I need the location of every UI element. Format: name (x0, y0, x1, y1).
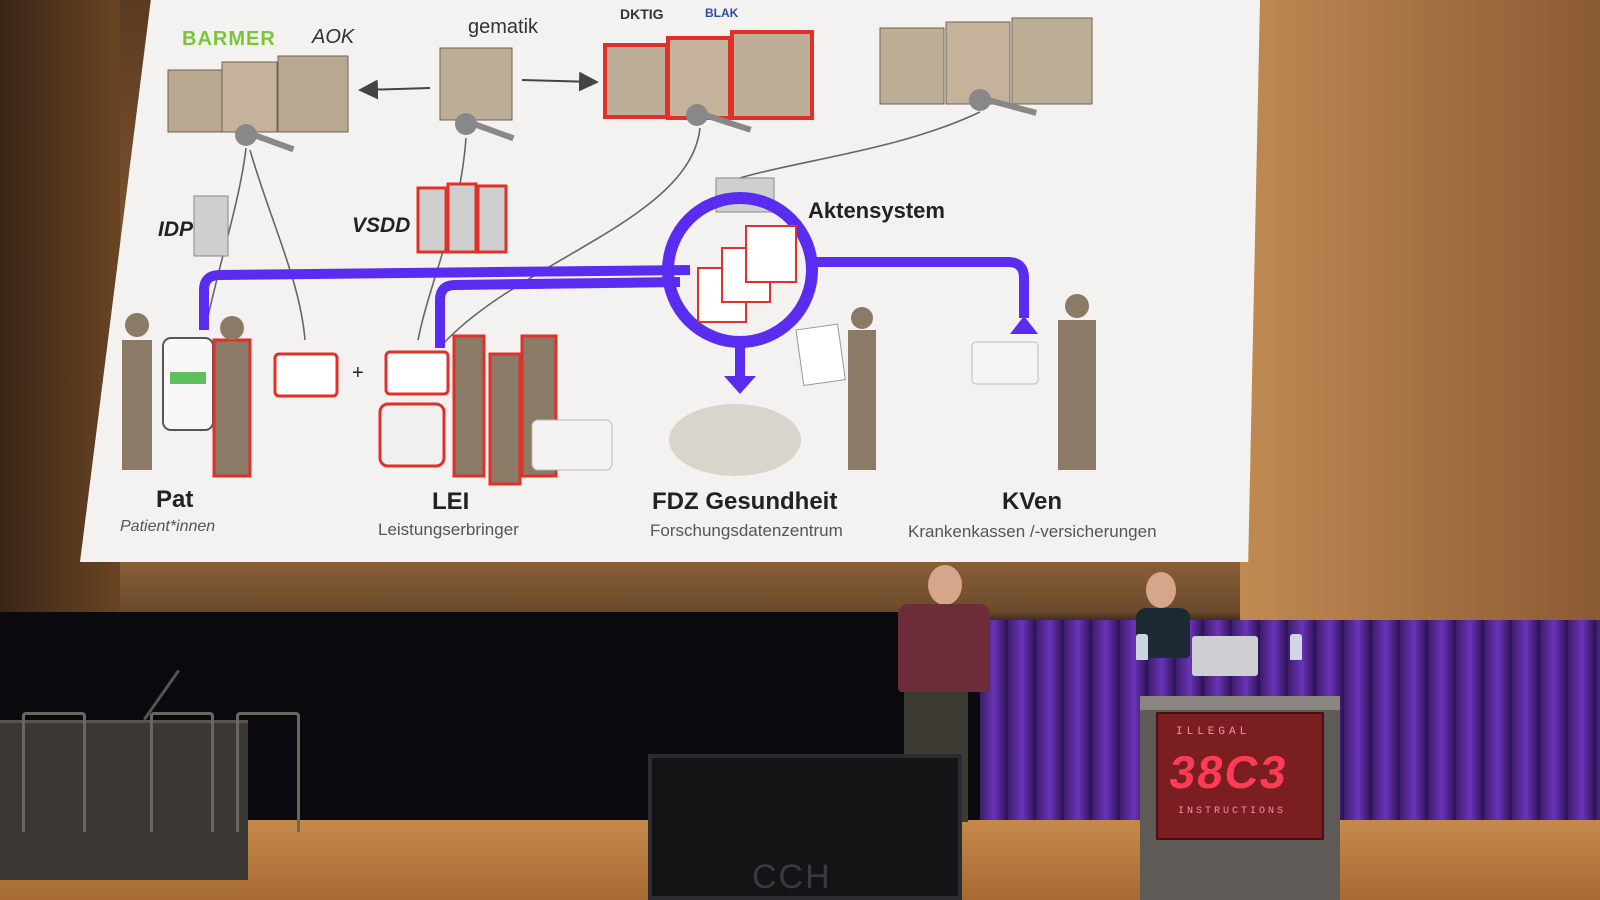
label-aktensystem: Aktensystem (808, 198, 945, 223)
role-fdz-subtitle: Forschungsdatenzentrum (650, 521, 843, 540)
logo-barmer: BARMER (182, 28, 276, 50)
printer (531, 419, 613, 471)
water-bottle (1136, 634, 1148, 660)
panel-table (0, 720, 248, 880)
paper-pile (669, 404, 801, 476)
server-idp (193, 195, 229, 257)
lectern-text-top: ILLEGAL (1176, 726, 1251, 738)
lectern-panel (1156, 712, 1324, 840)
role-pat-subtitle: Patient*innen (120, 518, 216, 535)
chair (236, 712, 300, 832)
health-card-kven (971, 341, 1039, 385)
role-kven-subtitle: Krankenkassen /-versicherungen (908, 522, 1157, 541)
role-lei-title: LEI (432, 488, 470, 515)
building-cluster-kassen (167, 55, 349, 133)
role-pat-title: Pat (156, 486, 194, 513)
health-card-lei (384, 350, 450, 396)
key-icon-lei (686, 104, 752, 133)
water-bottle (1290, 634, 1302, 660)
chair (22, 712, 86, 832)
key-icon-kassen (235, 124, 295, 153)
slide-diagram (122, 17, 1096, 486)
label-idp: IDP (158, 218, 194, 241)
role-lei-subtitle: Leistungserbringer (378, 520, 519, 539)
building-cluster-lei (603, 30, 814, 120)
lectern-text-bottom: INSTRUCTIONS (1178, 806, 1287, 817)
lectern-text-main: 38C3 (1166, 746, 1292, 798)
confidence-monitor (648, 754, 962, 900)
key-icon-gematik (455, 113, 515, 142)
laptop (1192, 636, 1258, 676)
logo-gematik: gematik (468, 16, 539, 38)
logo-dktig: DKTIG (620, 6, 664, 22)
document-sheet (795, 323, 846, 387)
server-vsdd (416, 182, 508, 254)
role-fdz-title: FDZ Gesundheit (652, 488, 838, 515)
logo-blak: BLAK (705, 6, 739, 20)
card-terminal (378, 402, 446, 468)
plus-sign: + (352, 362, 364, 384)
role-kven-title: KVen (1002, 488, 1063, 515)
logo-aok: AOK (312, 26, 355, 48)
building-gematik (439, 47, 513, 121)
key-icon-right (969, 89, 1038, 116)
cch-logo: CCH (752, 858, 832, 896)
wall-right (1240, 0, 1600, 620)
label-vsdd: VSDD (352, 214, 411, 237)
health-card-pat (273, 352, 339, 398)
chair (150, 712, 214, 832)
